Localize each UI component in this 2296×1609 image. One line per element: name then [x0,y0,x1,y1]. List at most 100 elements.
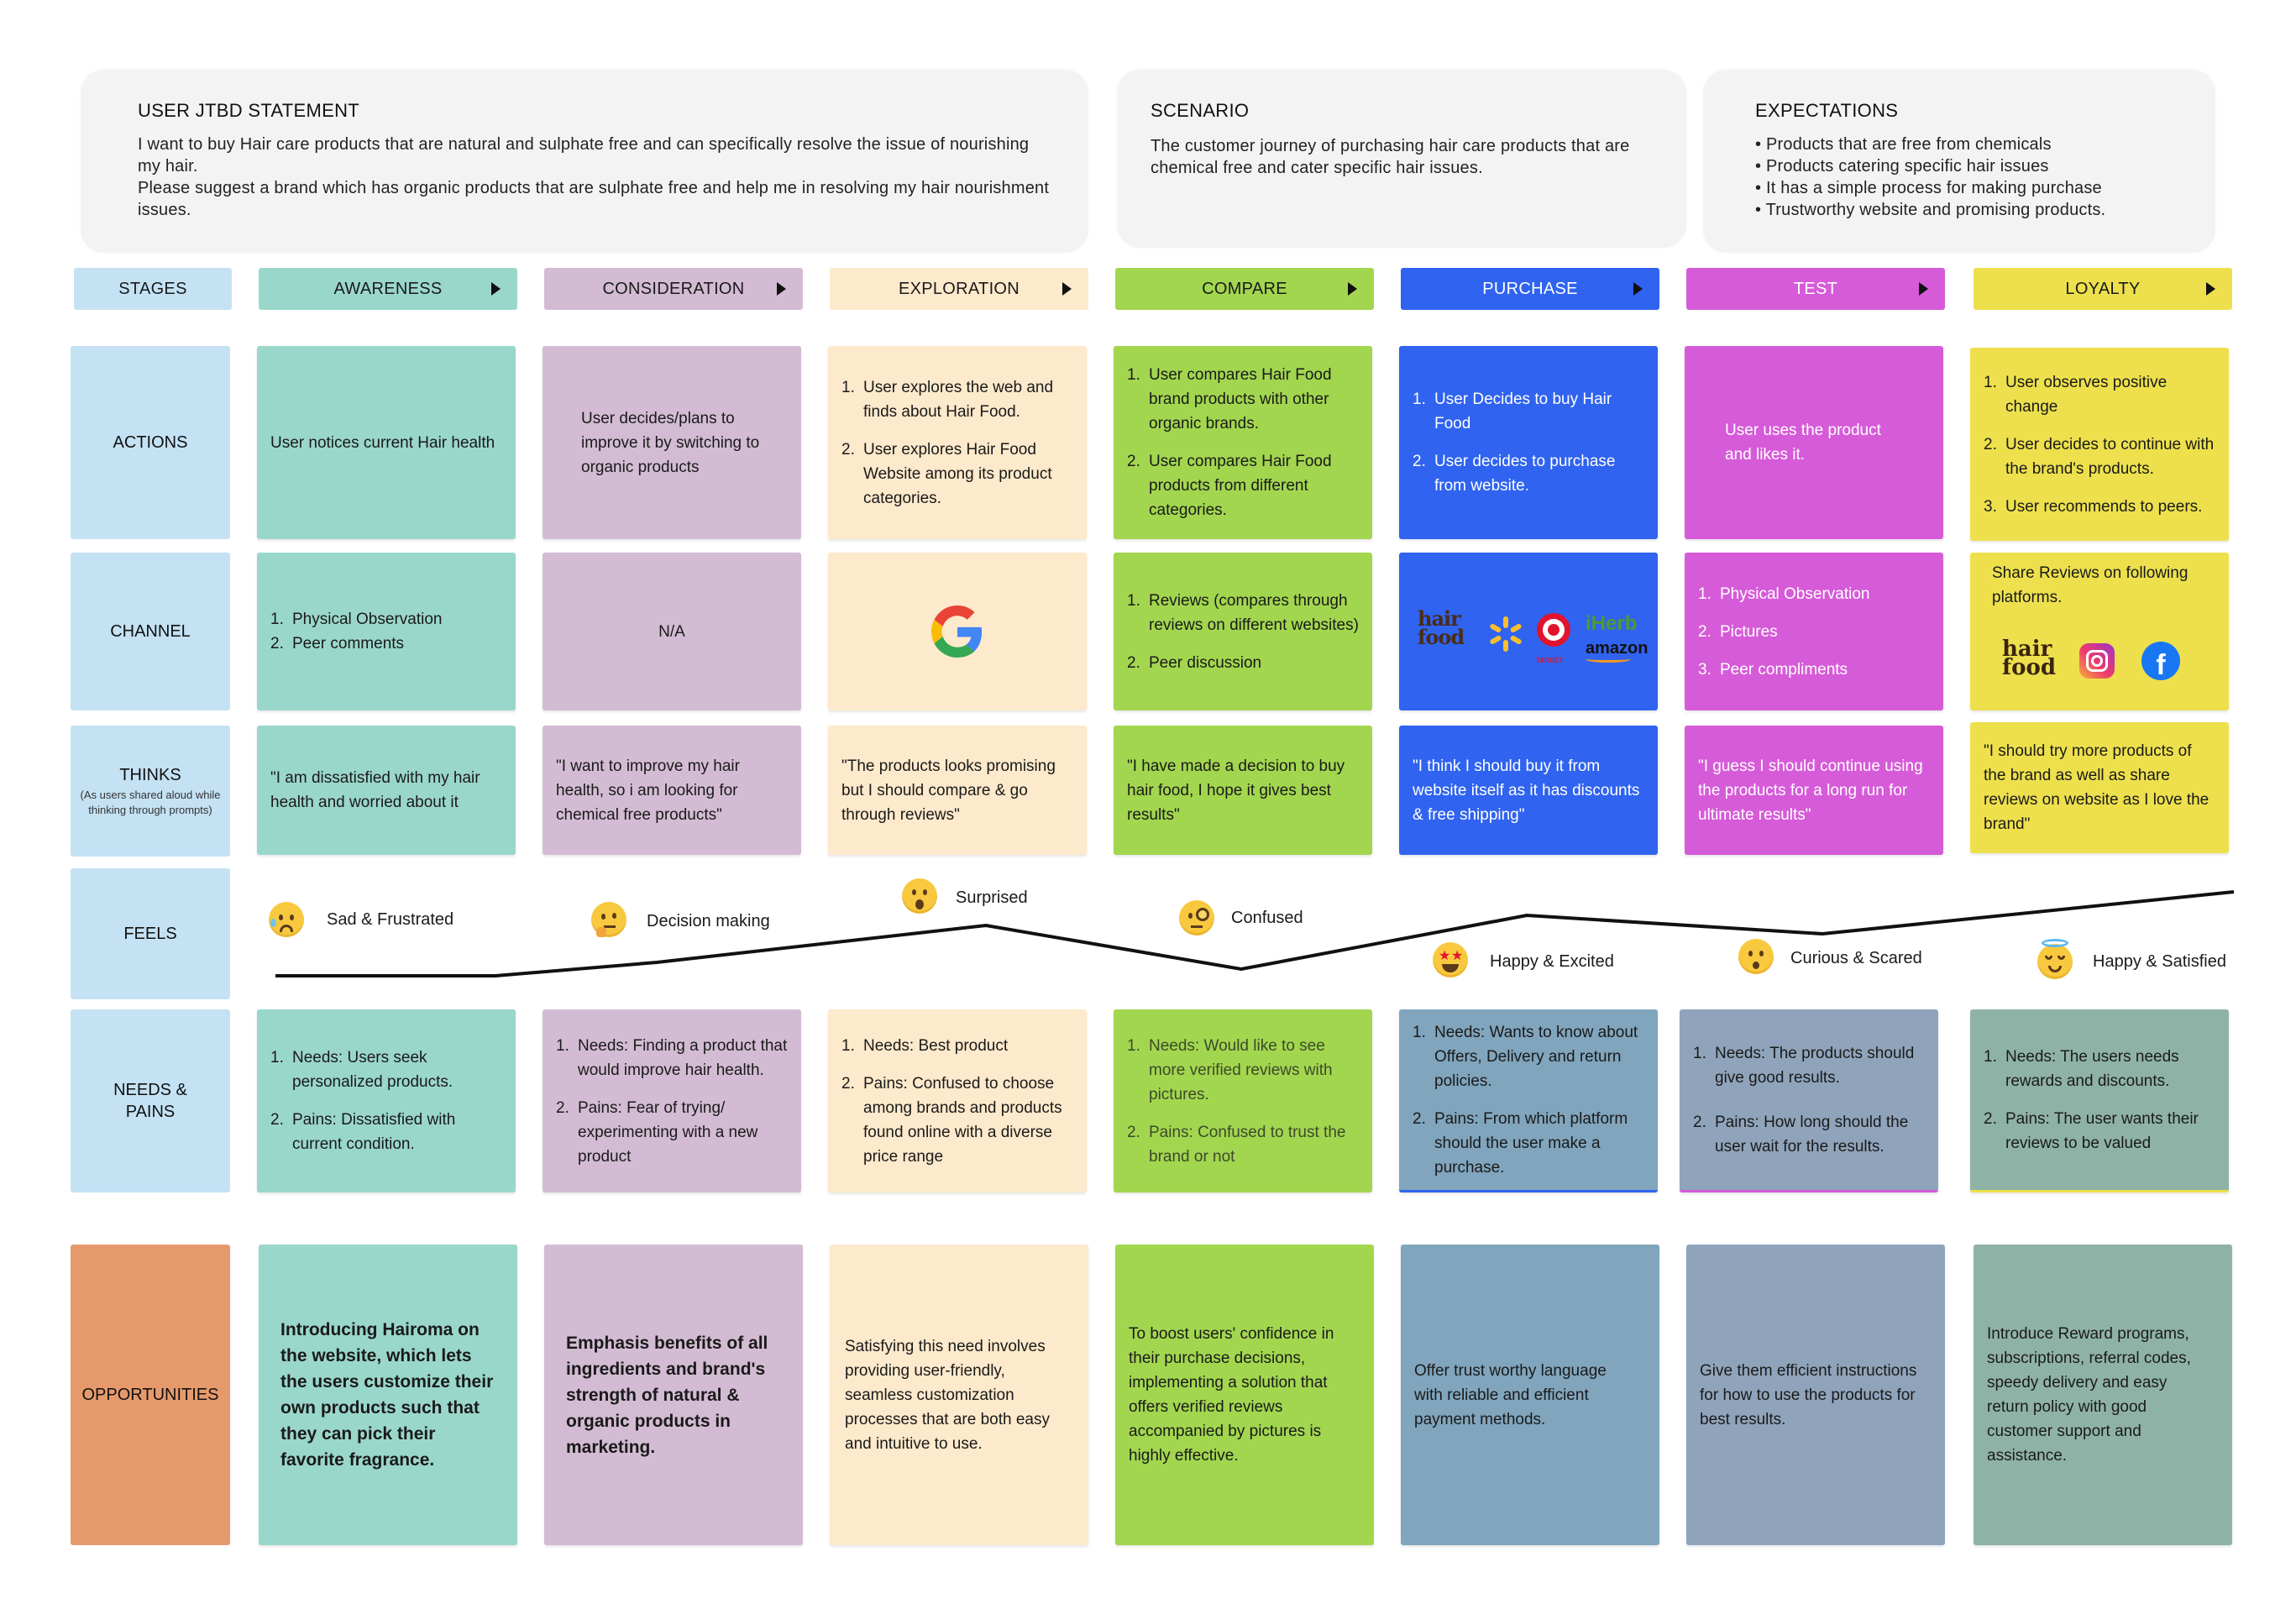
google-logo-icon [931,605,983,658]
channel-card-loyalty: Share Reviews on following platforms. ha… [1970,553,2229,710]
jtbd-title: USER JTBD STATEMENT [138,100,360,121]
needs-list: 1.Needs: Would like to see more verified… [1127,1034,1359,1169]
stages-header: STAGES [74,268,232,310]
action-card-purchase: 1.User Decides to buy Hair Food 2.User d… [1399,346,1658,539]
needs-card-compare: 1.Needs: Would like to see more verified… [1114,1009,1372,1192]
stage-label: CONSIDERATION [602,279,745,298]
opportunity-text: Satisfying this need involves providing … [845,1337,1050,1453]
stage-exploration[interactable]: EXPLORATION [830,268,1088,310]
opportunity-text: Offer trust worthy language with reliabl… [1414,1361,1607,1428]
expectation-item: Trustworthy website and promising produc… [1755,199,2209,221]
stage-label: EXPLORATION [898,279,1020,298]
thinks-text: "I should try more products of the brand… [1984,742,2210,833]
jtbd-text-2: Please suggest a brand which has organic… [138,179,1050,219]
stage-consideration[interactable]: CONSIDERATION [544,268,803,310]
play-arrow-icon [1062,282,1072,296]
channel-card-purchase: hair food TARGET iHerb amazon [1399,553,1658,710]
opportunity-text: To boost users' confidence in their purc… [1129,1325,1334,1465]
channel-card-awareness: 1.Physical Observation 2.Peer comments [257,553,516,710]
play-arrow-icon [1633,282,1643,296]
channel-card-compare: 1.Reviews (compares through reviews on d… [1114,553,1372,710]
surprised-face-icon [902,878,937,914]
channel-card-consideration: N/A [543,553,801,710]
stage-test[interactable]: TEST [1686,268,1945,310]
stage-label: COMPARE [1202,279,1287,298]
list-item: 2.User decides to purchase from website. [1413,453,1616,495]
needs-list: 1.Needs: Wants to know about Offers, Del… [1413,1020,1644,1180]
list-item: 1.User explores the web and finds about … [841,378,1054,421]
stage-label: AWARENESS [333,279,443,298]
expectation-item: It has a simple process for making purch… [1755,177,2209,199]
thinks-card-loyalty: "I should try more products of the brand… [1970,722,2229,853]
scenario-panel: SCENARIO The customer journey of purchas… [1117,70,1686,248]
list-item: 1.Physical Observation [270,611,443,628]
walmart-logo-icon [1490,616,1522,652]
list-item: 1.Needs: Finding a product that would im… [556,1036,788,1079]
list-item: 1.Needs: Would like to see more verified… [1127,1036,1333,1103]
play-arrow-icon [1919,282,1928,296]
stage-awareness[interactable]: AWARENESS [259,268,517,310]
channel-list: 1.Physical Observation 2.Pictures 3.Peer… [1698,582,1930,682]
thinks-card-purchase: "I think I should buy it from website it… [1399,726,1658,855]
action-card-test: User uses the product and likes it. [1685,346,1943,539]
jtbd-text-1: I want to buy Hair care products that ar… [138,135,1030,176]
opportunity-card-exploration: Satisfying this need involves providing … [830,1245,1088,1545]
opportunity-card-compare: To boost users' confidence in their purc… [1115,1245,1374,1545]
row-label-thinks: THINKS (As users shared aloud while thin… [71,726,230,857]
list-item: 2.Pains: From which platform should the … [1413,1109,1628,1177]
list-item: 2.Peer comments [270,635,405,653]
list-item: 1.Needs: Wants to know about Offers, Del… [1413,1023,1638,1090]
list-item: 1.Needs: Users seek personalized product… [270,1049,453,1091]
action-list: 1.User explores the web and finds about … [841,375,1073,511]
list-item: 2.User compares Hair Food products from … [1127,453,1332,519]
channel-text: N/A [658,622,685,641]
list-item: 2.Pains: Dissatisfied with current condi… [270,1111,456,1153]
list-item: 2.Peer discussion [1127,653,1262,672]
action-card-exploration: 1.User explores the web and finds about … [828,346,1087,539]
thinks-text: "I think I should buy it from website it… [1413,757,1640,824]
row-label-text: CHANNEL [110,622,191,641]
channel-card-test: 1.Physical Observation 2.Pictures 3.Peer… [1685,553,1943,710]
expectations-list: Products that are free from chemicals Pr… [1755,134,2209,221]
jtbd-panel: USER JTBD STATEMENT I want to buy Hair c… [81,70,1088,253]
thinking-face-icon [591,902,626,937]
hushed-face-icon [1738,939,1774,974]
target-logo-icon: TARGET [1536,613,1574,664]
row-label-actions: ACTIONS [71,346,230,539]
feel-label: Surprised [956,888,1028,907]
scenario-text: The customer journey of purchasing hair … [1151,137,1630,177]
list-item: 1.User observes positive change [1984,373,2168,416]
facebook-icon: f [2141,642,2180,680]
stage-compare[interactable]: COMPARE [1115,268,1374,310]
opportunity-card-test: Give them efficient instructions for how… [1686,1245,1945,1545]
row-label-text: FEELS [123,925,177,943]
hair-food-logo-icon: hair food [2002,637,2057,680]
list-item: 1.User Decides to buy Hair Food [1413,390,1612,432]
play-arrow-icon [1348,282,1357,296]
iherb-logo-icon: iHerb [1586,612,1638,635]
stage-loyalty[interactable]: LOYALTY [1974,268,2232,310]
row-label-text: OPPORTUNITIES [81,1386,219,1404]
list-item: 3.User recommends to peers. [1984,497,2203,516]
action-text: User decides/plans to improve it by swit… [581,409,760,476]
opportunity-text: Introducing Hairoma on the website, whic… [280,1320,494,1470]
monocle-face-icon [1179,900,1214,936]
stage-purchase[interactable]: PURCHASE [1401,268,1659,310]
thinks-text: "I guess I should continue using the pro… [1698,757,1923,824]
needs-list: 1.Needs: The products should give good r… [1693,1041,1925,1159]
expectations-panel: EXPECTATIONS Products that are free from… [1703,70,2215,253]
needs-card-consideration: 1.Needs: Finding a product that would im… [543,1009,801,1192]
opportunity-card-consideration: Emphasis benefits of all ingredients and… [544,1245,803,1545]
opportunity-card-loyalty: Introduce Reward programs, subscriptions… [1974,1245,2232,1545]
halo-face-icon [2037,939,2073,979]
needs-list: 1.Needs: Users seek personalized product… [270,1046,502,1156]
thinks-card-test: "I guess I should continue using the pro… [1685,726,1943,855]
expectation-item: Products that are free from chemicals [1755,134,2209,155]
thinks-card-exploration: "The products looks promising but I shou… [828,726,1087,855]
thinks-card-compare: "I have made a decision to buy hair food… [1114,726,1372,855]
expectation-item: Products catering specific hair issues [1755,155,2209,177]
sad-face-icon [269,902,304,937]
needs-card-exploration: 1.Needs: Best product 2.Pains: Confused … [828,1009,1087,1192]
feel-label: Confused [1231,909,1303,927]
